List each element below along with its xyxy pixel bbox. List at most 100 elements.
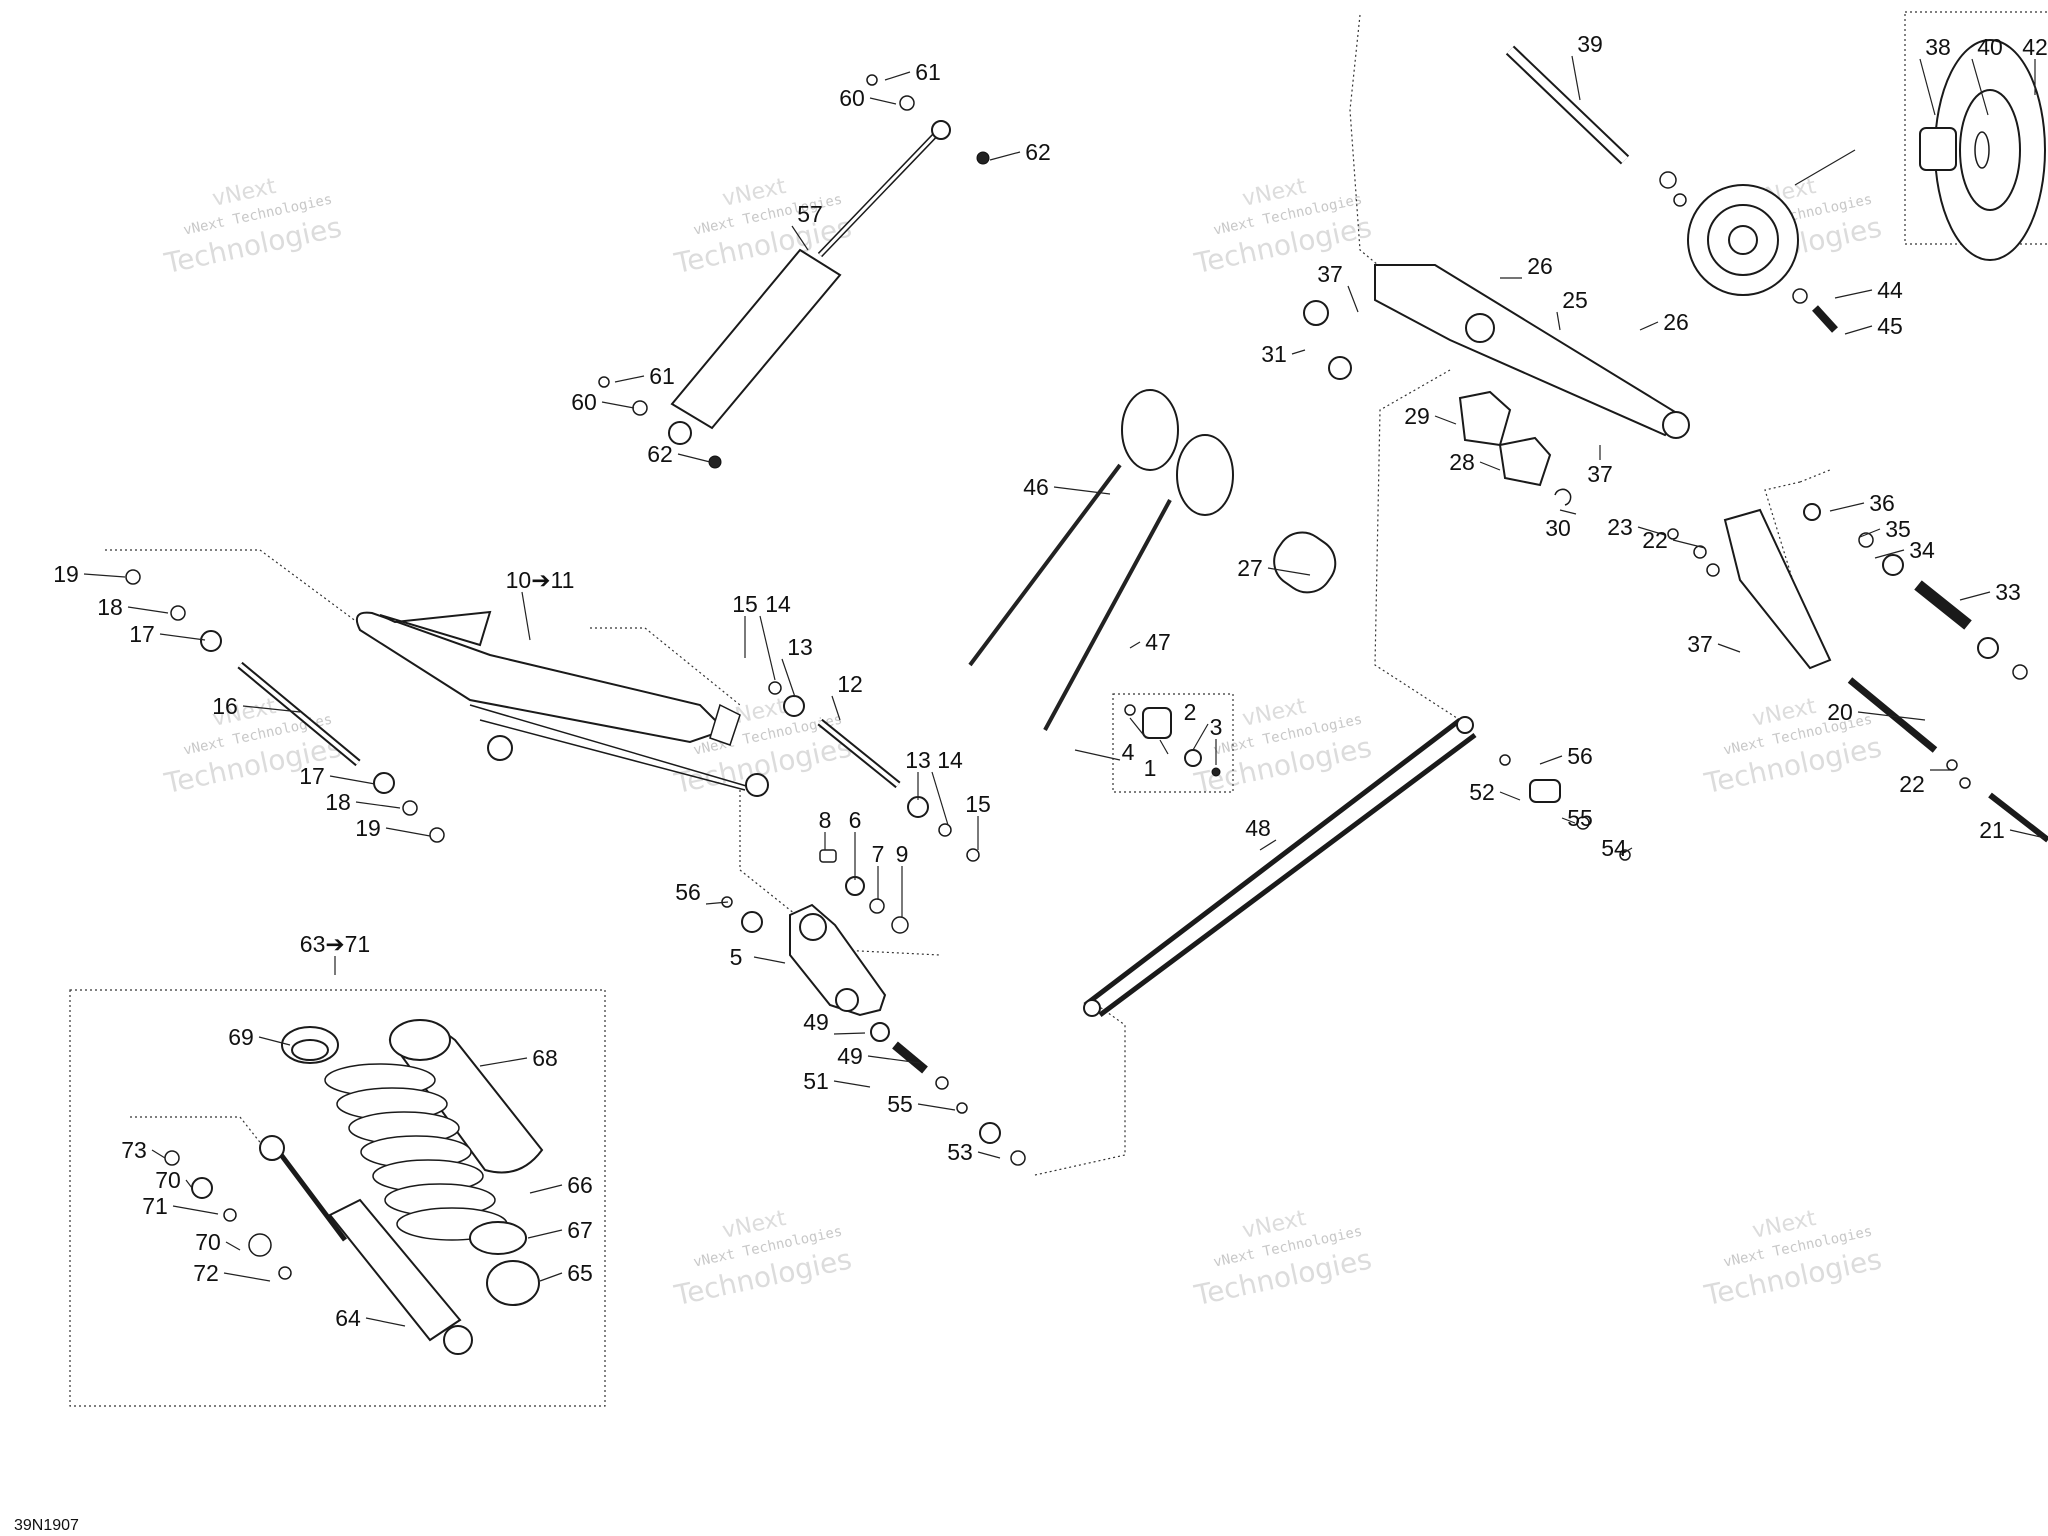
callout-leader [355, 801, 401, 809]
callout-leader [1919, 58, 1936, 116]
callout-label: 8 [819, 807, 832, 833]
shock-dotline [130, 1116, 271, 1156]
callout-label: 70 [195, 1229, 221, 1255]
callout-leader [1291, 349, 1306, 355]
callout-label: 49 [837, 1043, 863, 1069]
callout-leader [258, 1036, 291, 1046]
callout-label: 49 [803, 1009, 829, 1035]
callout-label: 3 [1210, 714, 1223, 740]
callout-label: 35 [1885, 516, 1911, 542]
callout-label: 52 [1469, 779, 1495, 805]
brackets-part [1458, 390, 2048, 843]
callout-label: 37 [1687, 631, 1713, 657]
callout-leader [833, 1032, 866, 1035]
callout-leader [1857, 711, 1926, 721]
callout-label: 38 [1925, 34, 1951, 60]
link-5-part [721, 849, 1026, 1166]
callout-label: 44 [1877, 277, 1903, 303]
callout-leader [1561, 817, 1576, 824]
callout-leader [1259, 839, 1277, 851]
callout-label: 15 [965, 791, 991, 817]
callout-leader [931, 771, 949, 826]
callout-label: 39 [1577, 31, 1603, 57]
callout-label: 27 [1237, 555, 1263, 581]
callout-leader [172, 1205, 219, 1215]
right-dotline [1799, 469, 1831, 483]
callout-label: 10➔11 [506, 567, 575, 593]
shock-kit-parts [164, 1019, 544, 1355]
callout-label: 34 [1909, 537, 1935, 563]
callout-label: 65 [567, 1260, 593, 1286]
callout-leader [1347, 285, 1359, 313]
callout-leader [1637, 526, 1666, 536]
callout-leaders [83, 55, 2046, 1327]
callout-label: 33 [1995, 579, 2021, 605]
callout-leader [1267, 567, 1311, 576]
callout-label: 29 [1404, 403, 1430, 429]
callout-label: 55 [887, 1091, 913, 1117]
callout-label: 61 [649, 363, 675, 389]
callout-label: 22 [1899, 771, 1925, 797]
callout-label: 60 [571, 389, 597, 415]
callout-label: 37 [1587, 461, 1613, 487]
callout-label: 23 [1607, 514, 1633, 540]
callout-label: 17 [129, 621, 155, 647]
callout-leader [989, 151, 1021, 161]
callout-label: 1 [1144, 755, 1157, 781]
callout-leader [242, 705, 301, 713]
arrow-line-2 [1794, 149, 1856, 186]
callout-label: 63➔71 [300, 931, 370, 957]
rail-dotline [1349, 14, 1421, 301]
callout-labels: 12345678910➔1112131314141515161717181819… [53, 31, 2048, 1331]
callout-label: 66 [567, 1172, 593, 1198]
callout-label: 56 [1567, 743, 1593, 769]
callout-label: 46 [1023, 474, 1049, 500]
callout-leader [1829, 502, 1865, 512]
callout-leader [1434, 415, 1457, 425]
clip-group-box [1112, 693, 1234, 793]
callout-leader [867, 1055, 921, 1064]
callout-label: 70 [155, 1167, 181, 1193]
callout-label: 47 [1145, 629, 1171, 655]
callout-leader [1834, 289, 1873, 299]
callout-label: 6 [849, 807, 862, 833]
callout-leader [869, 97, 897, 105]
callout-leader [1539, 755, 1563, 765]
callout-leader [1717, 643, 1741, 653]
callout-leader [977, 1151, 1001, 1159]
shaft-12-part [768, 681, 980, 862]
callout-label: 19 [53, 561, 79, 587]
callout-leader [151, 1149, 166, 1159]
rear-arm-part [1303, 45, 1690, 439]
linkage-dotline-4 [1034, 999, 1126, 1176]
callout-label: 13 [787, 634, 813, 660]
callout-label: 18 [325, 789, 351, 815]
callout-leader [1192, 723, 1209, 751]
front-arm-part [356, 610, 769, 797]
callout-label: 26 [1663, 309, 1689, 335]
callout-label: 16 [212, 693, 238, 719]
callout-leader [781, 658, 796, 698]
callout-label: 57 [797, 201, 823, 227]
callout-leader [127, 606, 169, 614]
callout-label: 2 [1184, 699, 1197, 725]
rail-dotline-2 [1374, 369, 1461, 721]
callout-label: 62 [1025, 139, 1051, 165]
callout-label: 19 [355, 815, 381, 841]
callout-leader [833, 1080, 871, 1088]
callout-label: 51 [803, 1068, 829, 1094]
callout-leader [539, 1272, 563, 1282]
callout-label: 53 [947, 1139, 973, 1165]
callout-label: 15 [732, 591, 758, 617]
callout-leader [529, 1184, 563, 1194]
callout-leader [2009, 829, 2046, 839]
callout-leader [223, 1272, 271, 1282]
shaft-16-part [125, 569, 445, 843]
callout-leader [385, 827, 431, 837]
